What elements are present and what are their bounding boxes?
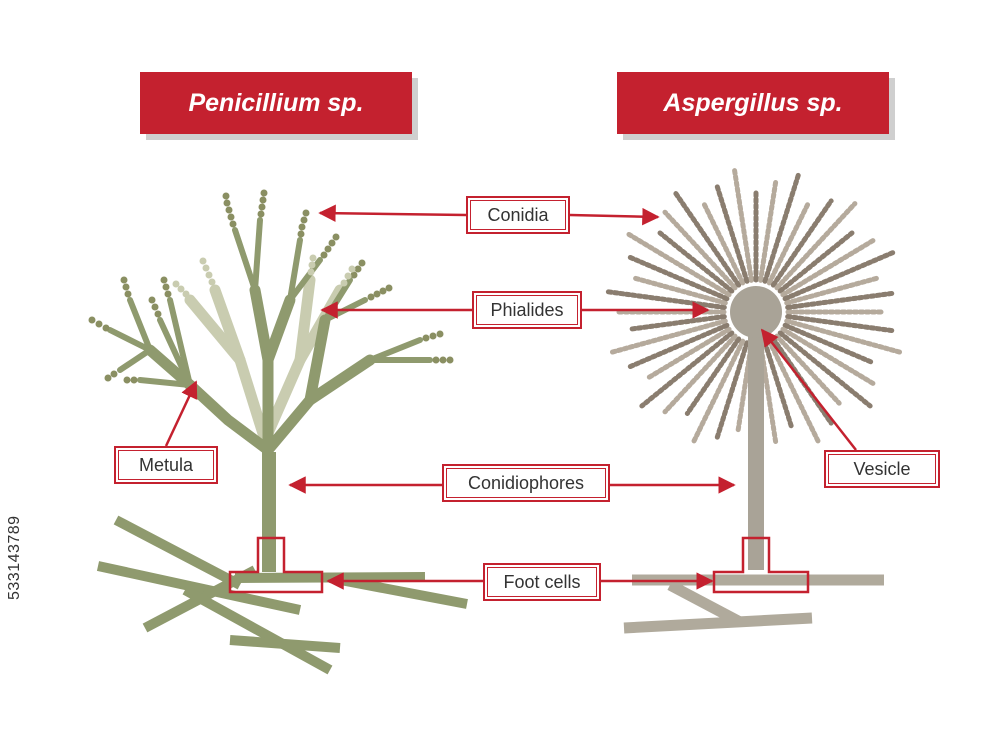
stock-id-watermark: 533143789 [6,515,23,600]
aspergillus-conidia [604,167,904,458]
conidia-chain [774,333,842,406]
label-conidia: Conidia [466,196,570,234]
conidia-chain [714,182,750,284]
conidia-chain [700,199,746,286]
conidia-chain [777,330,873,409]
conidia-chain [631,275,728,306]
conidia-chain [766,199,812,286]
label-foot-cells: Foot cells [483,563,601,601]
conidia-chain [639,330,735,409]
conidia-chain [662,209,738,291]
conidia-chain [762,171,802,284]
conidia-chain [662,333,738,415]
conidia-chain [784,318,904,355]
arrow-vesicle [760,328,857,451]
conidia-chain [690,338,746,445]
conidia-chain [627,254,730,302]
conidia-chain [782,322,875,365]
label-phialides: Phialides [472,291,582,329]
conidia-chain [626,231,732,298]
conidia-chain [780,326,876,386]
conidia-chain [762,340,795,431]
conidia-chain [785,290,897,310]
conidia-chain [774,201,858,291]
conidia-chain [714,340,750,442]
arrow-metula [164,380,198,447]
conidia-chain [785,314,897,334]
conidia-chain [627,322,730,370]
annotation-arrows [164,204,857,594]
aspergillus-illustration [604,167,904,634]
penicillium-conidia-light [172,254,356,298]
conidia-chain [770,198,834,288]
penicillium-illustration [88,189,468,675]
aspergillus-foot-cell-outline [712,536,810,594]
penicillium-title: Penicillium sp. [140,72,412,134]
conidia-chain [608,318,728,355]
aspergillus-title: Aspergillus sp. [617,72,889,134]
arrow-conidia-left [318,204,467,222]
label-vesicle: Vesicle [824,450,940,488]
conidia-chain [784,275,881,306]
penicillium-hyphae [96,515,468,675]
penicillium-branches [144,284,376,456]
conidia-chain [777,230,855,294]
conidia-chain [758,178,779,283]
label-metula: Metula [114,446,218,484]
conidia-chain [732,167,754,283]
label-conidiophores: Conidiophores [442,464,610,502]
aspergillus-conidiophore [748,320,764,570]
conidia-chain [780,238,876,298]
penicillium-conidiophore [262,452,276,572]
penicillium-phialides [107,217,433,388]
arrow-conidia-right [569,207,660,226]
conidia-chain [646,326,732,380]
aspergillus-hyphae [623,574,884,634]
conidia-chain [782,249,896,302]
penicillium-foot-cell-outline [228,536,324,594]
conidia-chain [684,336,742,416]
aspergillus-vesicle [730,286,782,338]
conidia-chain [657,230,735,294]
conidia-chain [671,188,742,288]
penicillium-conidia [88,189,454,384]
conidia-chain [766,338,822,445]
